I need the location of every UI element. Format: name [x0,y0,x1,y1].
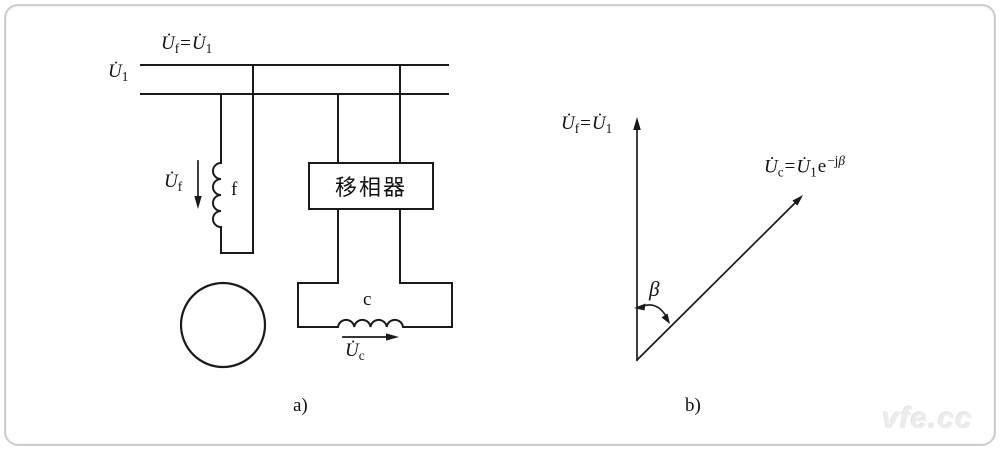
watermark: vfe.cc [882,402,974,435]
caption-b: b) [685,395,701,416]
field-branch-left-conductor [212,93,254,254]
phasor-vertical-arrowhead [633,117,641,130]
bus-left-label: U̇1 [108,61,129,84]
field-voltage-label: U̇f [164,171,183,194]
control-voltage-arrowhead [386,333,399,341]
phase-shifter-box [308,162,434,210]
control-voltage-label: U̇c [345,340,365,363]
angle-arc-left-arrowhead [634,303,646,311]
motor-circle [179,281,267,369]
phasor-diagonal-label: U̇c=U̇1e−jβ [764,153,846,180]
phase-shifter-top-leads [337,64,401,164]
control-winding-label: c [363,289,372,310]
control-winding-frame [297,282,453,328]
field-voltage-arrowhead [194,196,202,209]
bus-lines [140,64,449,95]
phase-shifter-bottom-leads [337,208,401,284]
field-winding-label: f [231,179,238,200]
bus-top-label: U̇f=U̇1 [161,33,213,56]
phasor-vertical-label: U̇f=U̇1 [561,113,613,136]
phasor-diagonal-shaft [635,200,798,362]
phasor-diagonal-arrowhead [792,195,803,206]
angle-arc-right-arrowhead [661,313,670,324]
angle-label: β [649,277,660,301]
phase-shifter-label: 移相器 [334,175,407,200]
caption-a: a) [293,395,308,416]
control-winding-coil [297,318,453,328]
angle-arc [642,304,668,318]
